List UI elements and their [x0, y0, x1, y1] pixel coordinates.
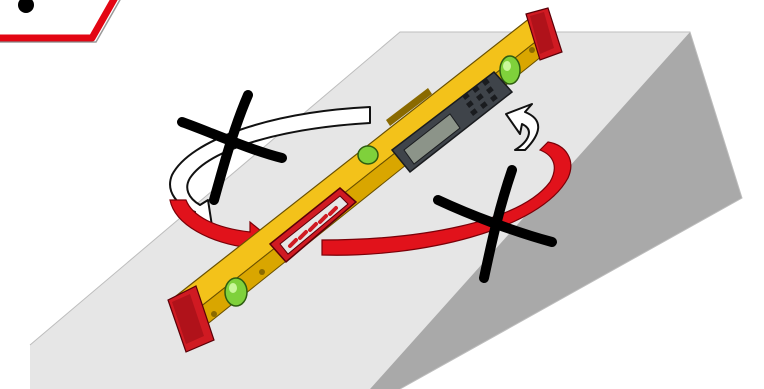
vial-center	[358, 146, 378, 164]
inclined-ramp	[30, 32, 742, 389]
warning-sign	[0, 0, 129, 42]
vial-left	[225, 278, 247, 306]
vial-right	[500, 56, 520, 84]
